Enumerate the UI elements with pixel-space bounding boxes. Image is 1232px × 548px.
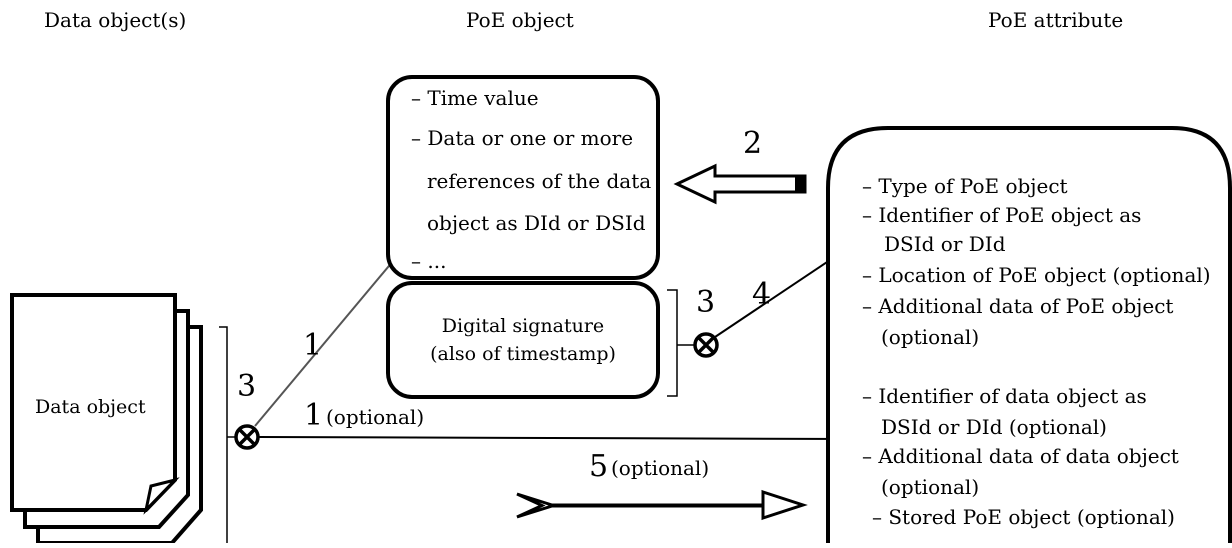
poe-attribute-item: (optional) — [881, 475, 979, 499]
poe-object-item: object as DId or DSId — [427, 211, 646, 235]
poe-attribute-item: – Additional data of PoE object — [862, 294, 1173, 318]
arrow-2-block — [673, 163, 807, 205]
arrow-5-block — [516, 489, 808, 521]
poe-attribute-item: – Location of PoE object (optional) — [862, 263, 1211, 287]
poe-attribute-item: (optional) — [881, 325, 979, 349]
signature-line2: (also of timestamp) — [430, 343, 616, 365]
header-poe-attribute: PoE attribute — [988, 8, 1123, 32]
step3-right-label: 3 — [696, 285, 715, 320]
header-data-objects: Data object(s) — [44, 8, 186, 32]
data-object-bracket — [219, 326, 228, 543]
arrow-2-tail — [795, 176, 805, 192]
poe-object-item: – Data or one or more — [411, 126, 633, 150]
poe-object-bracket — [667, 289, 678, 397]
step3-left-label: 3 — [237, 369, 256, 404]
poe-attribute-item: – Stored PoE object (optional) — [872, 505, 1175, 529]
data-object-label: Data object — [35, 396, 146, 418]
signature-line1: Digital signature — [442, 315, 604, 337]
poe-attribute-item: – Type of PoE object — [862, 174, 1068, 198]
poe-attribute-items: – Type of PoE object – Identifier of PoE… — [862, 174, 1211, 529]
poe-object-item: references of the data — [427, 169, 651, 193]
poe-attribute-item: DSId or DId — [884, 232, 1006, 256]
arrow-1-to-poe-object — [254, 236, 414, 427]
step4-label: 4 — [752, 277, 771, 312]
poe-attribute-item: – Identifier of PoE object as — [862, 203, 1141, 227]
step5-num: 5 — [589, 449, 608, 484]
poe-object-box — [386, 75, 660, 280]
step1-optional-num: 1 — [304, 398, 323, 433]
poe-object-items: – Time value – Data or one or more refer… — [411, 86, 651, 273]
poe-object-item: – Time value — [411, 86, 539, 110]
step2-label: 2 — [743, 126, 762, 161]
poe-attribute-item: – Additional data of data object — [862, 444, 1179, 468]
poe-object-item: – ... — [411, 249, 446, 273]
data-object-stack: Data object — [10, 293, 203, 545]
step5-text: (optional) — [611, 456, 709, 480]
combine-symbol-right — [693, 332, 719, 358]
data-object-page-front — [10, 293, 180, 515]
step1-label: 1 — [303, 328, 322, 363]
poe-attribute-item: DSId or DId (optional) — [881, 415, 1107, 439]
header-poe-object: PoE object — [466, 8, 574, 32]
page-fold-icon — [143, 477, 180, 515]
poe-attribute-box — [826, 126, 1232, 543]
arrow-1-optional-to-attribute — [258, 437, 855, 439]
step1-optional-text: (optional) — [326, 405, 424, 429]
combine-symbol-left — [234, 424, 260, 450]
poe-attribute-item: – Identifier of data object as — [862, 384, 1147, 408]
digital-signature-box — [386, 281, 660, 399]
